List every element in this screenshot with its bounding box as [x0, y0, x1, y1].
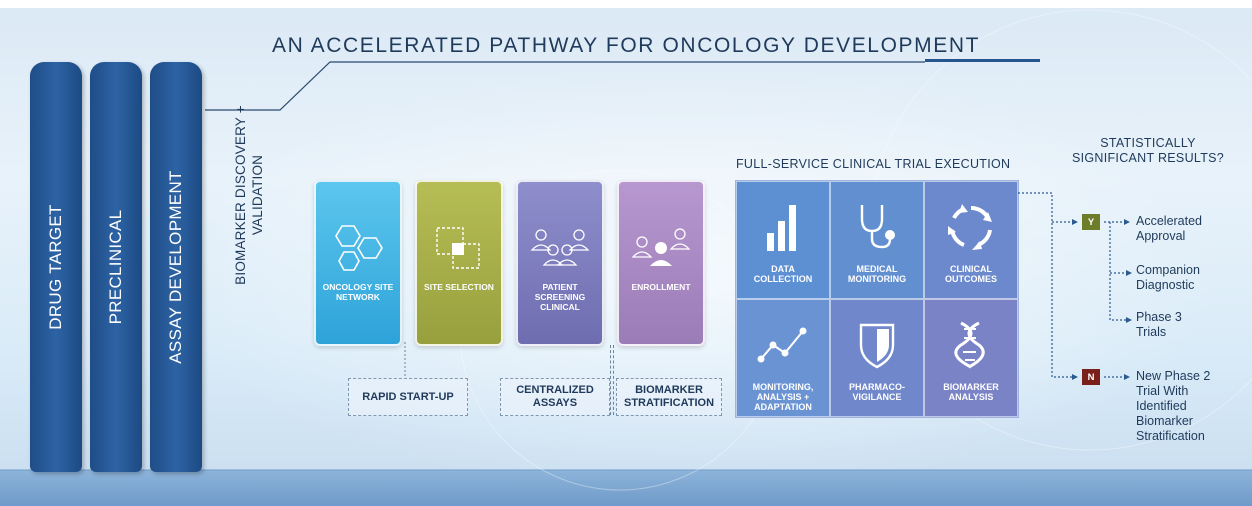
step-label: ENROLLMENT [631, 282, 691, 292]
cell-label: PHARMACO- VIGILANCE [849, 382, 905, 402]
step-patient-screening: PATIENT SCREENING CLINICAL [516, 180, 604, 346]
bottom-band [0, 470, 1252, 506]
decision-question: STATISTICALLY SIGNIFICANT RESULTS? [1071, 136, 1225, 165]
pillar-drug-target: DRUG TARGET [30, 62, 82, 472]
cell-label: DATA COLLECTION [753, 264, 813, 284]
pillar-preclinical: PRECLINICAL [90, 62, 142, 472]
hexagons-icon [328, 220, 388, 276]
phase-biomarker-stratification: BIOMARKER STRATIFICATION [616, 378, 722, 416]
full-service-grid: DATA COLLECTION MEDICAL MONITORING [735, 180, 1019, 418]
outcome-companion-diagnostic: Companion Diagnostic [1136, 263, 1200, 292]
selection-squares-icon [431, 220, 487, 276]
shield-icon [857, 318, 897, 372]
cell-label: BIOMARKER ANALYSIS [943, 382, 999, 402]
people-group-icon [529, 220, 591, 276]
cell-label: MONITORING, ANALYSIS + ADAPTATION [752, 382, 814, 412]
cell-medical-monitoring: MEDICAL MONITORING [830, 181, 924, 299]
pillar-assay-development: ASSAY DEVELOPMENT [150, 62, 202, 472]
step-label: PATIENT SCREENING CLINICAL [534, 282, 586, 312]
phase-centralized-assays: CENTRALIZED ASSAYS [500, 378, 610, 416]
step-label: SITE SELECTION [424, 282, 494, 292]
yes-badge: Y [1082, 214, 1100, 230]
outcome-accelerated-approval: Accelerated Approval [1136, 214, 1203, 243]
page-title: AN ACCELERATED PATHWAY FOR ONCOLOGY DEVE… [271, 34, 981, 57]
divider-dash [613, 345, 614, 415]
divider-dash [610, 345, 611, 415]
outcome-phase-3-trials: Phase 3 Trials [1136, 310, 1182, 339]
dna-icon [951, 318, 991, 372]
cycle-arrows-icon [946, 200, 996, 254]
step-oncology-site-network: ONCOLOGY SITE NETWORK [314, 180, 402, 346]
person-selected-icon [630, 220, 692, 276]
step-enrollment: ENROLLMENT [617, 180, 705, 346]
step-site-selection: SITE SELECTION [415, 180, 503, 346]
bar-chart-icon [763, 200, 803, 254]
cell-pharmacovigilance: PHARMACO- VIGILANCE [830, 299, 924, 417]
cell-label: MEDICAL MONITORING [847, 264, 907, 284]
cell-label: CLINICAL OUTCOMES [944, 264, 997, 284]
cell-data-collection: DATA COLLECTION [736, 181, 830, 299]
outcome-new-phase-2: New Phase 2 Trial With Identified Biomar… [1136, 369, 1211, 443]
phase-rapid-start-up: RAPID START-UP [348, 378, 468, 416]
stethoscope-icon [854, 200, 900, 254]
cell-monitoring-analysis: MONITORING, ANALYSIS + ADAPTATION [736, 299, 830, 417]
top-band [0, 0, 1252, 8]
step-label: ONCOLOGY SITE NETWORK [322, 282, 394, 302]
full-service-title: FULL-SERVICE CLINICAL TRIAL EXECUTION [736, 157, 1011, 171]
cell-biomarker-analysis: BIOMARKER ANALYSIS [924, 299, 1018, 417]
title-accent [925, 59, 1040, 62]
no-badge: N [1082, 369, 1100, 385]
cell-clinical-outcomes: CLINICAL OUTCOMES [924, 181, 1018, 299]
line-trend-icon [757, 318, 809, 372]
